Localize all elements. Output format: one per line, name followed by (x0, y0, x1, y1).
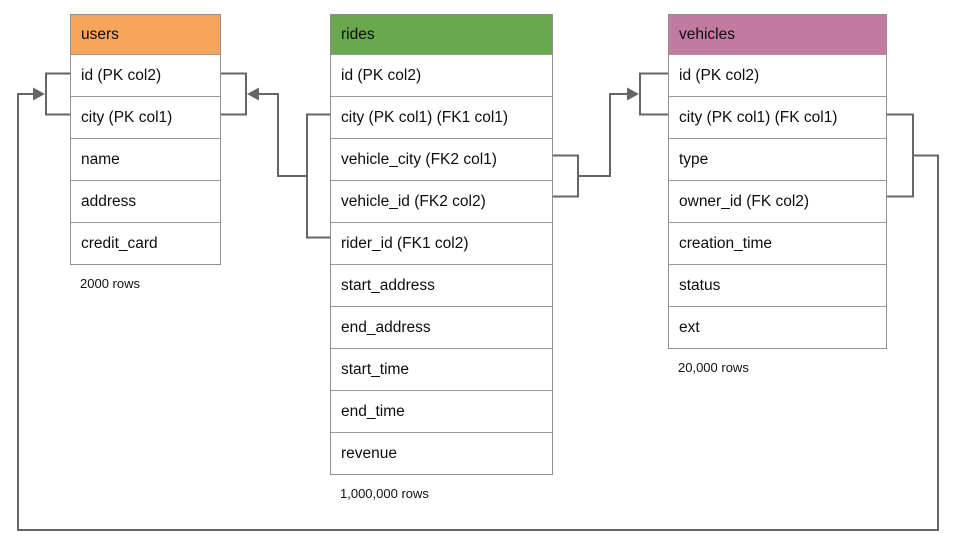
row-count-label: 2000 rows (80, 276, 140, 291)
table-rows: id (PK col2)city (PK col1) (FK1 col1)veh… (331, 54, 552, 474)
table-header-users: users (71, 15, 220, 54)
rides-to-vehicles-line (578, 93, 636, 177)
column-row: owner_id (FK col2) (669, 180, 886, 222)
row-count-label: 20,000 rows (678, 360, 749, 375)
users-pk-bracket-left (45, 72, 70, 116)
column-row: ext (669, 306, 886, 348)
column-row: end_address (331, 306, 552, 348)
vehicles-pk-bracket-left (639, 72, 668, 116)
rides-fk1-bracket-left (306, 113, 330, 239)
table-header-vehicles: vehicles (669, 15, 886, 54)
column-row: city (PK col1) (FK1 col1) (331, 96, 552, 138)
vehicles-fk-bracket-right (887, 113, 914, 198)
column-row: type (669, 138, 886, 180)
column-row: creation_time (669, 222, 886, 264)
table-box: vehicles id (PK col2)city (PK col1) (FK … (668, 14, 887, 349)
column-row: revenue (331, 432, 552, 474)
column-row: name (71, 138, 220, 180)
column-row: end_time (331, 390, 552, 432)
column-row: start_time (331, 348, 552, 390)
connector-rides-to-vehicles (553, 72, 668, 198)
connector-rides-to-users (221, 72, 330, 239)
column-row: rider_id (FK1 col2) (331, 222, 552, 264)
column-row: status (669, 264, 886, 306)
arrowhead-left-icon (247, 87, 259, 101)
arrowhead-right-icon (627, 87, 639, 101)
connector-vehicles-to-users (17, 72, 939, 531)
table-vehicles: vehicles id (PK col2)city (PK col1) (FK … (668, 14, 887, 375)
column-row: credit_card (71, 222, 220, 264)
table-rides: rides id (PK col2)city (PK col1) (FK1 co… (330, 14, 553, 501)
rides-fk2-bracket-right (553, 154, 579, 198)
column-row: city (PK col1) (71, 96, 220, 138)
table-rows: id (PK col2)city (PK col1) (FK col1)type… (669, 54, 886, 348)
table-header-rides: rides (331, 15, 552, 54)
users-pk-bracket-right (221, 72, 247, 116)
rides-to-users-line (250, 93, 307, 177)
arrowhead-right-icon (33, 87, 45, 101)
column-row: id (PK col2) (331, 54, 552, 96)
column-row: id (PK col2) (669, 54, 886, 96)
vehicles-to-users-loop-line (17, 93, 939, 531)
column-row: id (PK col2) (71, 54, 220, 96)
column-row: vehicle_city (FK2 col1) (331, 138, 552, 180)
table-box: rides id (PK col2)city (PK col1) (FK1 co… (330, 14, 553, 475)
column-row: vehicle_id (FK2 col2) (331, 180, 552, 222)
column-row: address (71, 180, 220, 222)
column-row: start_address (331, 264, 552, 306)
column-row: city (PK col1) (FK col1) (669, 96, 886, 138)
row-count-label: 1,000,000 rows (340, 486, 429, 501)
